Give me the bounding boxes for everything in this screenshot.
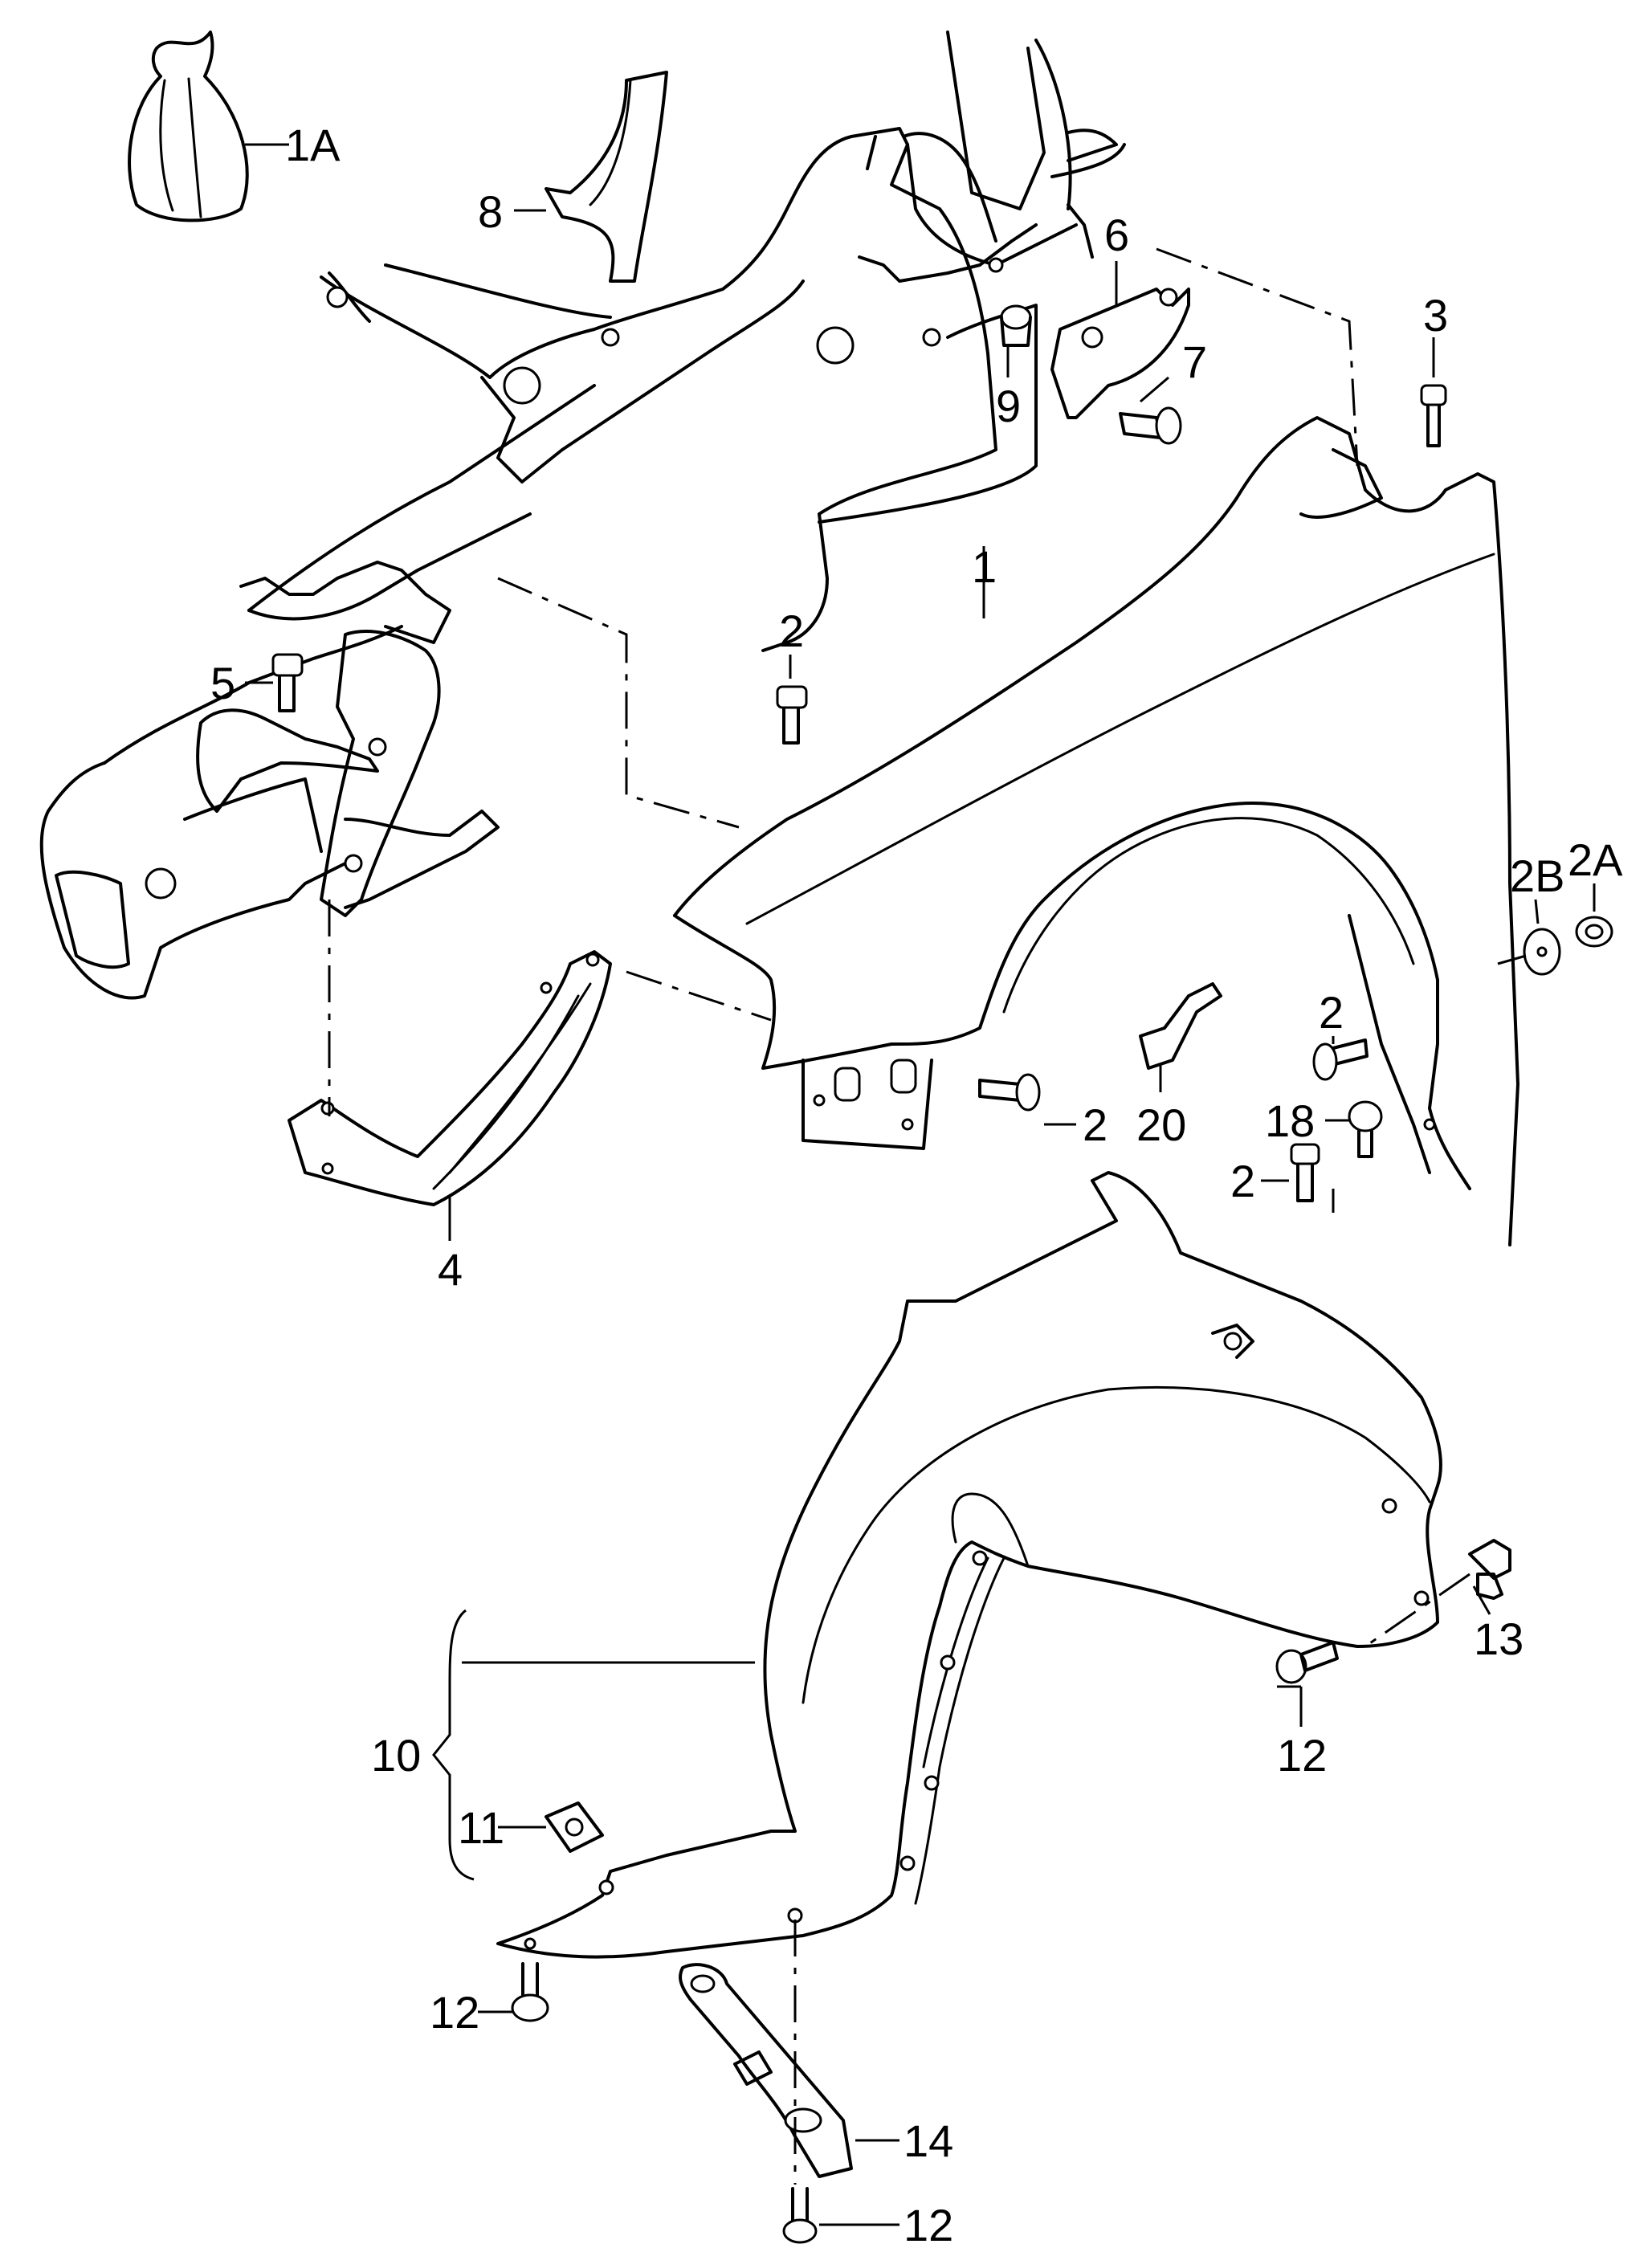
callout-7: 7 — [1182, 337, 1207, 387]
alignment-lines — [328, 247, 1527, 2185]
part-7-screw — [1119, 406, 1182, 445]
body-structure — [39, 31, 1126, 1000]
callout-2-arch-a: 2 — [1319, 987, 1344, 1038]
callout-12-bottom: 12 — [904, 2200, 953, 2248]
part-9-nut — [1000, 304, 1032, 347]
part-5-bolt — [271, 653, 304, 712]
part-12-screw-right — [1275, 1641, 1339, 1684]
callout-13: 13 — [1474, 1614, 1524, 1664]
callout-1: 1 — [972, 541, 997, 592]
callout-2-upper: 2 — [779, 606, 804, 656]
part-8-pillar-trim — [545, 71, 668, 283]
part-1-fender — [673, 416, 1519, 1246]
callout-9: 9 — [996, 381, 1021, 431]
part-10-wheelhouse-liner — [496, 1171, 1442, 1959]
part-1a-bag — [128, 31, 249, 222]
part-2b-washer — [1523, 928, 1561, 976]
callout-4: 4 — [438, 1244, 463, 1295]
callout-12-right: 12 — [1277, 1730, 1327, 1781]
callout-2b: 2B — [1510, 851, 1565, 901]
part-20-bracket — [1139, 982, 1222, 1070]
part-6-bracket — [1050, 288, 1190, 419]
part-2a-nut — [1575, 916, 1613, 948]
callout-2a: 2A — [1568, 834, 1623, 885]
callout-10: 10 — [371, 1730, 421, 1781]
callout-3: 3 — [1423, 290, 1448, 341]
callouts: 1 1A 8 6 7 9 3 5 2 2B 2A 2 18 2 2 20 4 1… — [210, 120, 1623, 2248]
callout-18: 18 — [1265, 1095, 1315, 1146]
part-12-screw-left — [511, 1962, 549, 2022]
part-18-nut — [1348, 1100, 1383, 1158]
callout-5: 5 — [210, 658, 235, 708]
callout-2-bracket: 2 — [1083, 1100, 1107, 1150]
part-2-bolt-bracket — [978, 1073, 1041, 1112]
callout-12-left: 12 — [430, 1987, 479, 2038]
callout-8: 8 — [478, 186, 503, 237]
part-12-screw-bottom — [782, 2187, 818, 2244]
part-11-clip — [545, 1801, 604, 1853]
leader-lines — [245, 143, 1596, 2226]
part-2-bolt-arch — [1312, 1038, 1369, 1081]
callout-14: 14 — [904, 2115, 953, 2166]
callout-2-arch-b: 2 — [1230, 1156, 1255, 1206]
callout-11: 11 — [458, 1802, 504, 1853]
part-4-brace — [288, 950, 612, 1206]
callout-6: 6 — [1104, 210, 1129, 260]
callout-20: 20 — [1136, 1100, 1186, 1150]
callout-1a: 1A — [285, 120, 341, 170]
part-3-bolt — [1420, 384, 1447, 447]
part-2-bolt-arch-lower — [1290, 1143, 1320, 1202]
part-14-bracket — [679, 1963, 853, 2178]
part-2-bolt-upper — [776, 685, 808, 745]
